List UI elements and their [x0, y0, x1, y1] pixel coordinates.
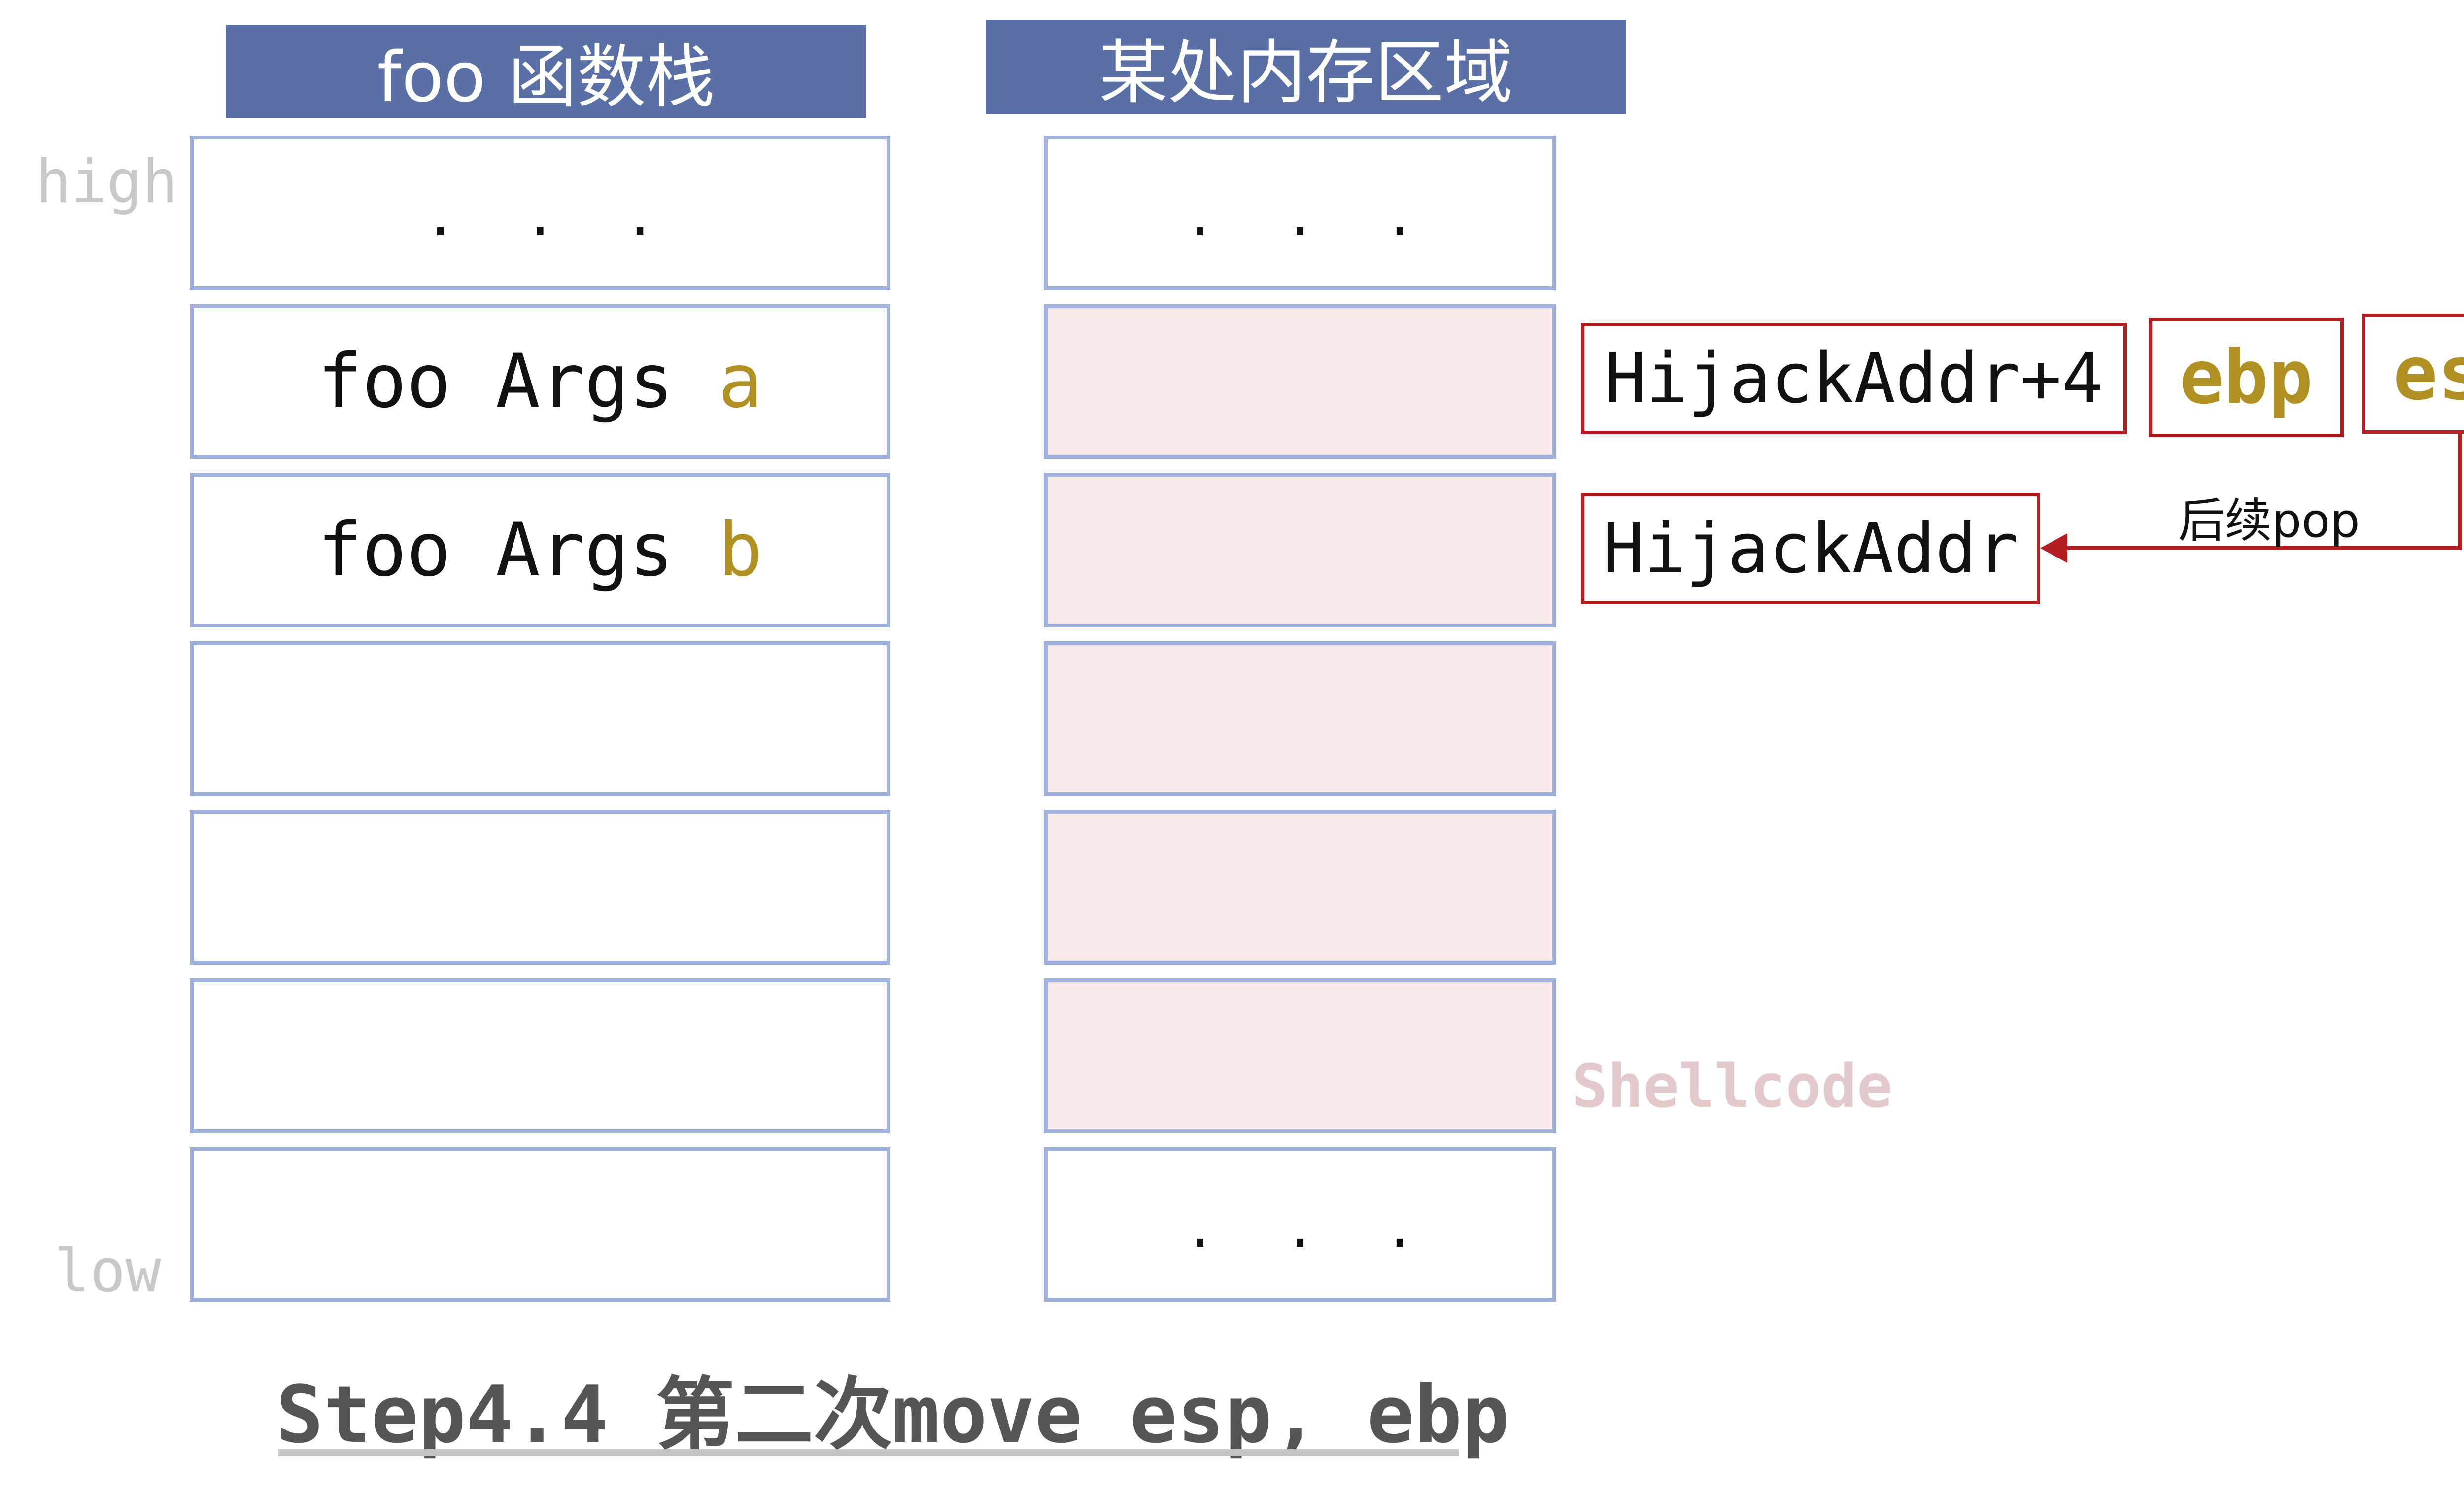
foo-stack-cell-empty — [190, 1147, 890, 1302]
foo-stack-cell-empty — [190, 810, 890, 965]
caption-underline — [278, 1449, 1459, 1456]
ellipsis-text: . . . — [1190, 175, 1440, 250]
foo-stack-cell-ellipsis: . . . — [190, 136, 890, 290]
ellipsis-text: . . . — [1190, 1187, 1440, 1262]
memory-cell-ellipsis: . . . — [1044, 1147, 1556, 1302]
foo-stack-cell-empty — [190, 978, 890, 1133]
shellcode-cell — [1044, 304, 1556, 459]
low-label: low — [54, 1237, 161, 1306]
shellcode-label: Shellcode — [1572, 1052, 1893, 1121]
foo-stack-cell-arg-a: foo Args a — [190, 304, 890, 459]
foo-stack-cell-empty — [190, 641, 890, 796]
arg-b-variable: b — [718, 507, 763, 593]
hijack-addr-plus4-box: HijackAddr+4 — [1581, 323, 2127, 434]
foo-stack-header: foo 函数栈 — [226, 25, 866, 118]
foo-stack-cell-arg-b: foo Args b — [190, 473, 890, 627]
shellcode-cell — [1044, 473, 1556, 627]
shellcode-cell — [1044, 641, 1556, 796]
arg-a-prefix: foo Args — [317, 339, 719, 424]
memory-region-header: 某处内存区域 — [986, 20, 1626, 114]
arrow-head — [2040, 533, 2067, 563]
ebp-register-box: ebp — [2149, 318, 2344, 437]
esp-register-box: esp — [2362, 314, 2464, 434]
shellcode-cell — [1044, 810, 1556, 965]
memory-cell-ellipsis: . . . — [1044, 136, 1556, 290]
step-caption: Step4.4 第二次move esp, ebp — [276, 1368, 1509, 1461]
arg-b-text: foo Args b — [194, 477, 887, 624]
arg-a-text: foo Args a — [194, 308, 887, 455]
shellcode-cell — [1044, 978, 1556, 1133]
ellipsis-text: . . . — [430, 175, 680, 250]
pop-note: 后续pop — [2178, 494, 2360, 548]
arg-a-variable: a — [718, 339, 763, 424]
arg-b-prefix: foo Args — [317, 507, 719, 593]
high-label: high — [35, 148, 178, 216]
hijack-addr-box: HijackAddr — [1581, 493, 2040, 604]
